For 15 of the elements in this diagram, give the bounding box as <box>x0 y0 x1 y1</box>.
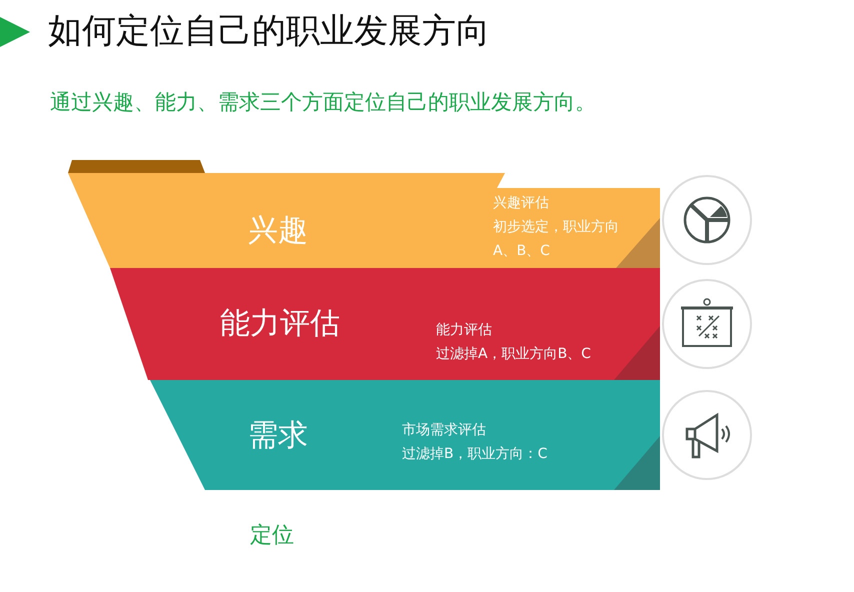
subtitle: 通过兴趣、能力、需求三个方面定位自己的职业发展方向。 <box>50 89 596 116</box>
band-description: 初步选定，职业方向A、B、C <box>493 218 620 261</box>
band <box>68 160 660 268</box>
band <box>150 380 660 490</box>
band-title: 市场需求评估 <box>402 421 487 440</box>
band-description: 过滤掉B，职业方向：C <box>402 445 548 464</box>
band-description: 过滤掉A，职业方向B、C <box>436 345 592 364</box>
band-title: 兴趣评估 <box>493 194 550 213</box>
footer-label: 定位 <box>250 522 294 550</box>
band-heading: 需求 <box>248 417 308 455</box>
title: 如何定位自己的职业发展方向 <box>48 10 490 53</box>
band <box>110 268 660 380</box>
band-heading: 能力评估 <box>220 305 340 343</box>
band-title: 能力评估 <box>436 321 493 340</box>
band-heading: 兴趣 <box>248 212 308 250</box>
